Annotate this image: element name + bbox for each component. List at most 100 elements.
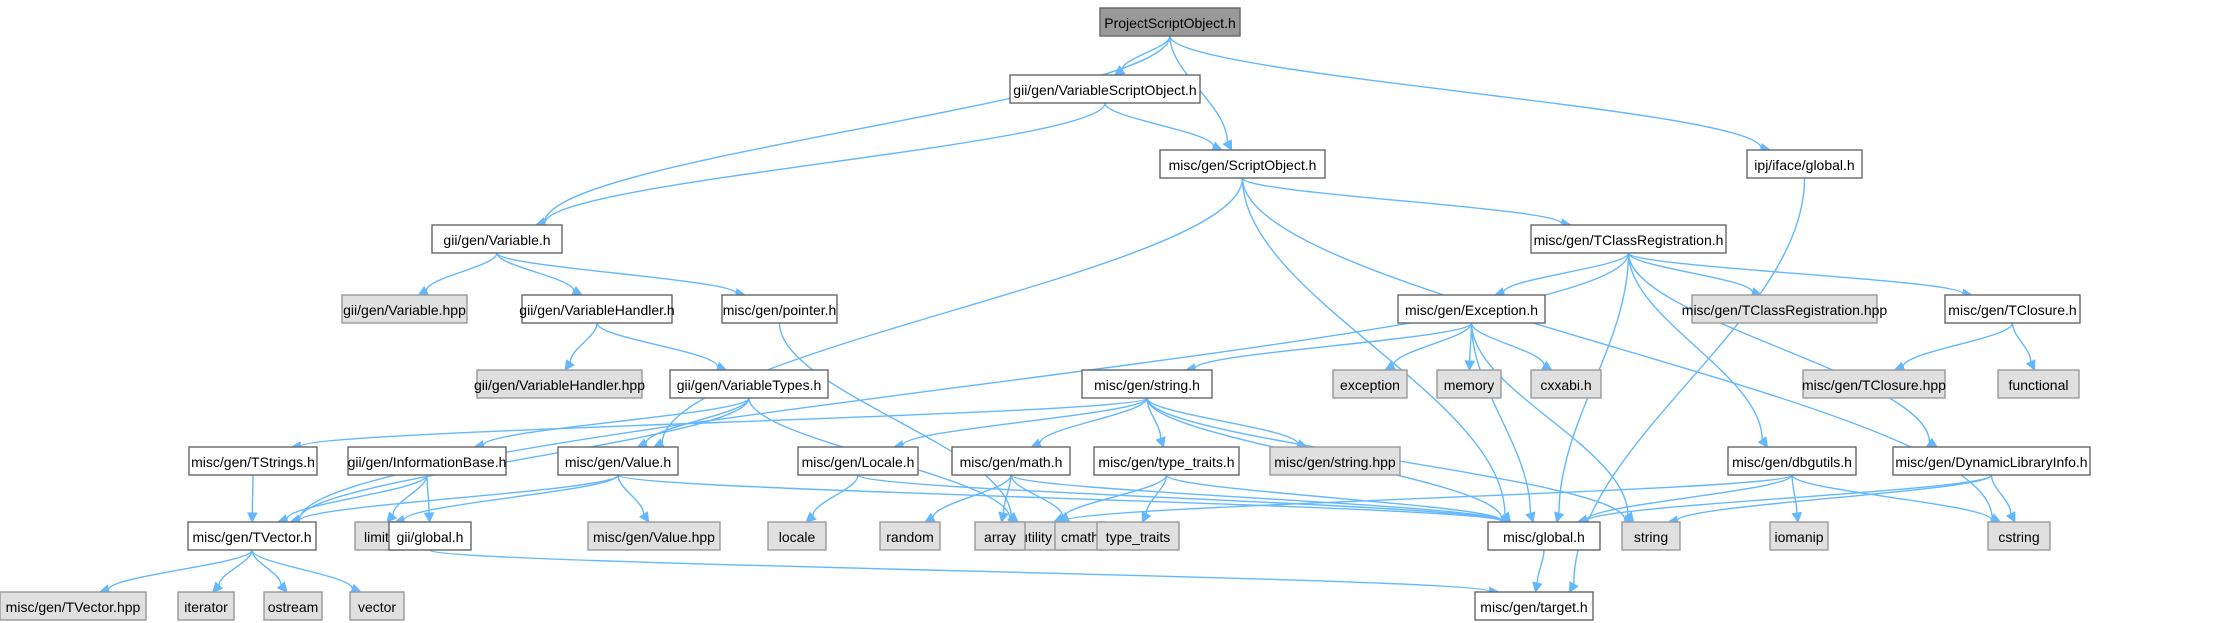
node-iterator[interactable]: iterator <box>177 591 235 621</box>
node-misc-gen-exception-h[interactable]: misc/gen/Exception.h <box>1397 294 1546 324</box>
edge-misc-gen-type-traits-h-to-misc-global-h <box>1165 474 1503 522</box>
node-box <box>1987 521 2051 551</box>
node-box <box>974 521 1026 551</box>
node-box <box>1397 294 1546 324</box>
node-label: vector <box>358 599 396 615</box>
node-gii-gen-informationbase-h[interactable]: gii/gen/InformationBase.h <box>347 446 507 476</box>
edge-misc-gen-tvector-h-to-misc-gen-tvector-hpp <box>107 549 253 590</box>
node-misc-gen-dynamiclibraryinfo-h[interactable]: misc/gen/DynamicLibraryInfo.h <box>1892 446 2091 476</box>
node-box <box>188 446 318 476</box>
edge-misc-gen-string-h-to-misc-gen-locale-h <box>902 397 1148 446</box>
node-gii-gen-variabletypes-h[interactable]: gii/gen/VariableTypes.h <box>669 369 829 399</box>
node-box <box>1802 369 1946 399</box>
arrowhead-icon <box>2025 359 2036 372</box>
edge-misc-gen-value-h-to-limits <box>403 474 619 521</box>
node-label: misc/gen/dbgutils.h <box>1732 454 1852 470</box>
node-label: limits <box>364 529 396 545</box>
node-label: misc/gen/Exception.h <box>1405 302 1538 318</box>
edge-gii-gen-variablehandler-h-to-gii-gen-variablehandler-hpp <box>569 322 598 363</box>
node-box <box>797 446 919 476</box>
node-label: ProjectScriptObject.h <box>1104 15 1236 31</box>
node-functional[interactable]: functional <box>1997 369 2080 399</box>
edge-gii-gen-variable-h-to-gii-gen-variablehandler-h <box>496 252 575 292</box>
node-gii-gen-variable-hpp[interactable]: gii/gen/Variable.hpp <box>341 294 468 324</box>
node-gii-gen-variablescriptobject-h[interactable]: gii/gen/VariableScriptObject.h <box>1009 74 1201 104</box>
node-misc-gen-tclosure-hpp[interactable]: misc/gen/TClosure.hpp <box>1802 369 1946 399</box>
edge-gii-gen-variable-h-to-misc-gen-pointer-h <box>496 252 737 295</box>
node-misc-gen-tclassregistration-h[interactable]: misc/gen/TClassRegistration.h <box>1530 224 1727 254</box>
node-label: misc/gen/TClosure.h <box>1948 302 2076 318</box>
edge-misc-global-h-to-misc-gen-target-h <box>1536 549 1545 584</box>
node-iomanip[interactable]: iomanip <box>1769 521 1829 551</box>
node-gii-gen-variablehandler-h[interactable]: gii/gen/VariableHandler.h <box>519 294 675 324</box>
arrowhead-icon <box>423 512 435 524</box>
node-box <box>1621 521 1681 551</box>
node-misc-gen-pointer-h[interactable]: misc/gen/pointer.h <box>721 294 838 324</box>
node-label: cmath <box>1061 529 1099 545</box>
node-vector[interactable]: vector <box>349 591 405 621</box>
node-label: gii/gen/Variable.hpp <box>343 302 466 318</box>
node-array[interactable]: array <box>974 521 1026 551</box>
edge-misc-gen-tvector-h-to-iterator <box>218 549 253 586</box>
edge-misc-gen-string-h-to-misc-gen-tstrings-h <box>299 397 1148 448</box>
node-misc-gen-value-hpp[interactable]: misc/gen/Value.hpp <box>587 521 721 551</box>
node-locale[interactable]: locale <box>767 521 827 551</box>
node-misc-gen-scriptobject-h[interactable]: misc/gen/ScriptObject.h <box>1159 149 1326 179</box>
node-misc-gen-tvector-hpp[interactable]: misc/gen/TVector.hpp <box>0 591 147 621</box>
edge-misc-gen-math-h-to-misc-global-h <box>1010 474 1503 522</box>
edge-misc-gen-exception-h-to-exception <box>1392 322 1473 366</box>
node-box <box>879 521 941 551</box>
node-misc-gen-tclassregistration-hpp[interactable]: misc/gen/TClassRegistration.hpp <box>1682 294 1888 324</box>
node-box <box>1099 7 1241 37</box>
node-misc-gen-tclosure-h[interactable]: misc/gen/TClosure.h <box>1944 294 2081 324</box>
node-misc-gen-string-hpp[interactable]: misc/gen/string.hpp <box>1269 446 1401 476</box>
edge-misc-gen-dbgutils-h-to-iomanip <box>1791 474 1798 514</box>
node-box <box>1159 149 1326 179</box>
node-misc-gen-tvector-h[interactable]: misc/gen/TVector.h <box>187 521 317 551</box>
node-cxxabi-h[interactable]: cxxabi.h <box>1530 369 1602 399</box>
arrowhead-icon <box>386 511 398 523</box>
node-label: iterator <box>184 599 228 615</box>
arrowhead-icon <box>2005 511 2016 524</box>
node-ipj-iface-global-h[interactable]: ipj/iface/global.h <box>1746 149 1863 179</box>
node-misc-gen-locale-h[interactable]: misc/gen/Locale.h <box>797 446 919 476</box>
node-label: cxxabi.h <box>1540 377 1591 393</box>
node-misc-global-h[interactable]: misc/global.h <box>1487 521 1601 551</box>
node-string[interactable]: string <box>1621 521 1681 551</box>
node-cstring[interactable]: cstring <box>1987 521 2051 551</box>
edge-misc-gen-scriptobject-h-to-misc-gen-value-h <box>661 177 1244 444</box>
node-misc-gen-value-h[interactable]: misc/gen/Value.h <box>557 446 679 476</box>
node-box <box>341 294 468 324</box>
node-misc-gen-tstrings-h[interactable]: misc/gen/TStrings.h <box>188 446 318 476</box>
node-gii-gen-variablehandler-hpp[interactable]: gii/gen/VariableHandler.hpp <box>474 369 645 399</box>
node-label: gii/gen/Variable.h <box>443 232 550 248</box>
node-random[interactable]: random <box>879 521 941 551</box>
arrowhead-icon <box>247 512 258 524</box>
node-box <box>1096 521 1180 551</box>
edge-misc-gen-math-h-to-random <box>932 474 1012 518</box>
node-box <box>1474 591 1594 621</box>
edge-misc-gen-value-h-to-misc-global-h <box>617 474 1503 523</box>
node-box <box>1997 369 2080 399</box>
node-box <box>587 521 721 551</box>
node-box <box>0 591 147 621</box>
node-misc-gen-target-h[interactable]: misc/gen/target.h <box>1474 591 1594 621</box>
node-box <box>1436 369 1502 399</box>
node-misc-gen-math-h[interactable]: misc/gen/math.h <box>951 446 1071 476</box>
node-label: gii/gen/VariableTypes.h <box>677 377 822 393</box>
arrowhead-icon <box>1757 436 1769 448</box>
node-exception[interactable]: exception <box>1332 369 1408 399</box>
node-ostream[interactable]: ostream <box>263 591 323 621</box>
node-projectscriptobject-h[interactable]: ProjectScriptObject.h <box>1099 7 1241 37</box>
node-misc-gen-dbgutils-h[interactable]: misc/gen/dbgutils.h <box>1727 446 1857 476</box>
node-gii-global-h[interactable]: gii/global.h <box>388 521 472 551</box>
node-type-traits[interactable]: type_traits <box>1096 521 1180 551</box>
node-misc-gen-string-h[interactable]: misc/gen/string.h <box>1081 369 1213 399</box>
node-box <box>187 521 317 551</box>
node-memory[interactable]: memory <box>1436 369 1502 399</box>
node-gii-gen-variable-h[interactable]: gii/gen/Variable.h <box>431 224 563 254</box>
edge-misc-gen-exception-h-to-cxxabi-h <box>1470 322 1545 366</box>
node-misc-gen-type-traits-h[interactable]: misc/gen/type_traits.h <box>1093 446 1240 476</box>
arrowhead-icon <box>564 359 575 371</box>
node-label: misc/gen/DynamicLibraryInfo.h <box>1895 454 2087 470</box>
